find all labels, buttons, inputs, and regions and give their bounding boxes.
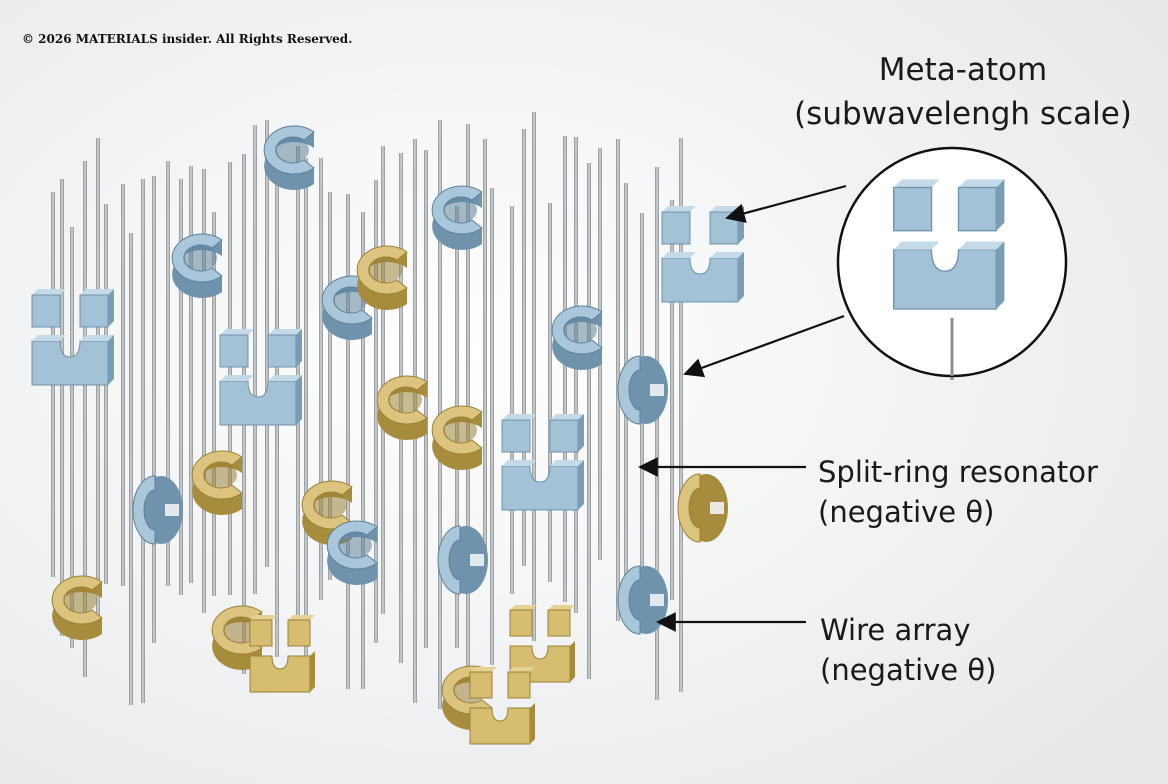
wire-rod xyxy=(60,179,64,636)
wire-array-detail: (negative θ) xyxy=(820,653,997,687)
wire-rod xyxy=(212,212,216,596)
wire-rod xyxy=(522,129,526,566)
wire-rod xyxy=(141,179,145,703)
split-ring-callout: Split-ring resonator (negative θ) xyxy=(818,452,1098,532)
wire-rod xyxy=(381,146,385,614)
leader-lines xyxy=(638,184,847,632)
wire-rod xyxy=(129,233,133,705)
wire-rod xyxy=(490,188,494,665)
meta-atom-callout: Meta-atom (subwavelengh scale) xyxy=(778,48,1148,136)
wire-rod xyxy=(304,158,308,686)
wire-rod xyxy=(510,206,514,594)
wire-rod xyxy=(179,179,183,595)
wire-array-callout: Wire array (negative θ) xyxy=(820,610,996,690)
split-ring-detail: (negative θ) xyxy=(818,495,995,529)
wire-rod xyxy=(265,120,269,567)
wire-rod xyxy=(121,184,125,586)
wire-rod xyxy=(574,137,578,613)
split-ring-title: Split-ring resonator xyxy=(818,455,1098,489)
wire-rod xyxy=(104,204,108,584)
wire-rod xyxy=(548,203,552,582)
wire-rod xyxy=(361,212,365,689)
wire-rod xyxy=(587,163,591,679)
wire-rod xyxy=(532,112,536,641)
wire-rod xyxy=(83,161,87,677)
wire-rod xyxy=(483,139,487,564)
wire-rod xyxy=(346,194,350,689)
wire-rod xyxy=(189,166,193,583)
wire-rod xyxy=(96,138,100,635)
wire-rod xyxy=(655,167,659,700)
wire-rod xyxy=(166,161,170,586)
wire-rod xyxy=(563,136,567,602)
copyright-notice: © 2026 MATERIALS insider. All Rights Res… xyxy=(22,32,353,46)
wire-rod xyxy=(679,138,683,692)
wire-rod xyxy=(328,192,332,580)
wire-rod xyxy=(253,125,257,594)
wire-array-title: Wire array xyxy=(820,613,971,647)
wire-rod xyxy=(466,124,470,679)
meta-atom-title: Meta-atom xyxy=(878,52,1048,88)
wire-rod xyxy=(319,158,323,600)
wire-rod xyxy=(152,176,156,643)
wire-rod xyxy=(670,200,674,600)
meta-atom-detail: (subwavelengh scale) xyxy=(794,96,1132,132)
meta-atom-magnifier xyxy=(836,146,1068,380)
wire-rod xyxy=(202,169,206,613)
wire-rod xyxy=(70,227,74,648)
wire-rod xyxy=(374,180,378,643)
wire-rod xyxy=(424,150,428,648)
wire-rod xyxy=(616,139,620,621)
